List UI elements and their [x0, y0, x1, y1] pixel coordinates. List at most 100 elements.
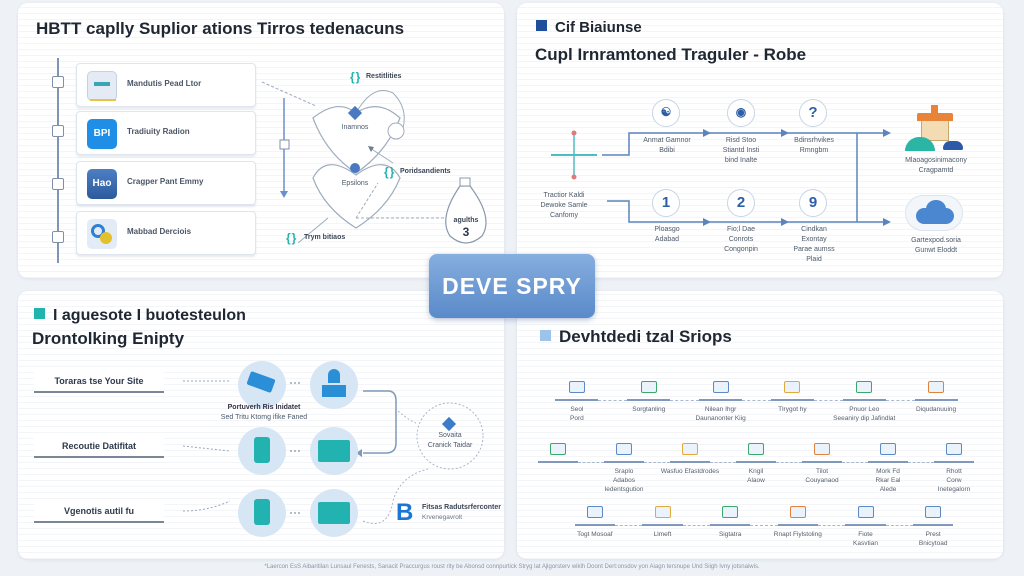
timeline-segment [912, 524, 954, 526]
row-label[interactable]: Vgenotis autil fu [34, 499, 164, 523]
list-card[interactable]: BPI Tradiuity Radion [76, 111, 256, 155]
brand-badge[interactable]: DEVE SPRY [429, 254, 595, 318]
star-icon[interactable] [654, 506, 671, 518]
timeline-label: Tlrygot hy [778, 406, 807, 413]
panel-onboarding-entity: I aguesote I buotesteulon Drontolking En… [18, 291, 504, 559]
timeline-segment [770, 399, 814, 401]
brackets-icon: { } [350, 70, 361, 84]
row-label[interactable]: Toraras tse Your Site [34, 369, 164, 393]
card-label: Mandutis Pead Ltor [127, 79, 202, 88]
timeline-segment [736, 461, 776, 463]
timeline-label: Diqudanuuing [916, 406, 957, 413]
bottle-icon [238, 489, 286, 537]
brand-logo-icon: B [396, 499, 414, 526]
bowtie-icon[interactable] [586, 506, 603, 518]
flow-diagram [551, 129, 891, 226]
row-label[interactable]: Recoutie Datifitat [34, 434, 164, 458]
cloud-chat-icon[interactable] [784, 381, 801, 393]
timeline-segment [934, 461, 974, 463]
timeline-label: Llmeft [653, 531, 672, 538]
document-photo-icon[interactable] [928, 381, 945, 393]
heart-label: Inamnos [341, 124, 369, 131]
timeline-segment [642, 524, 683, 526]
panel-title: Cupl Irnramtoned Traguler - Robe [535, 45, 807, 64]
timeline-node-icon [52, 125, 64, 137]
app-badge-icon: BPI [87, 119, 117, 149]
tag-label: Poridsandients [400, 168, 451, 175]
person-icon[interactable] [925, 506, 942, 518]
card-label: Tradiuity Radion [127, 127, 190, 136]
conveyor-icon [238, 361, 286, 409]
grid-window-icon[interactable] [857, 506, 874, 518]
target-icon[interactable] [748, 443, 764, 455]
cloud-network-icon[interactable] [789, 506, 806, 518]
timeline-segment [699, 399, 743, 401]
figure-icon[interactable] [880, 443, 896, 455]
timeline-node-icon [52, 231, 64, 243]
tag-label: Restitlities [366, 73, 402, 80]
subtitle-text: Cif Biaiunse [555, 19, 642, 36]
grid-icon[interactable] [640, 381, 657, 393]
share-icon[interactable] [550, 443, 566, 455]
panel-transfer-route: Cif Biaiunse Cupl Irnramtoned Traguler -… [517, 3, 1003, 278]
gear-icon [350, 163, 360, 173]
timeline-connector [818, 524, 846, 526]
timeline-segment [845, 524, 886, 526]
timeline-connector [682, 524, 710, 526]
connector-lines [182, 380, 484, 524]
monitor-icon[interactable] [712, 381, 729, 393]
timeline-segment [670, 461, 710, 463]
bottle-icon [238, 427, 286, 475]
timeline-segment [842, 399, 886, 401]
box-icon[interactable] [568, 381, 585, 393]
step-number: 1 [652, 189, 680, 217]
list-card[interactable]: Mabbad Derciois [76, 211, 256, 255]
timeline-label: Sorgtanling [632, 406, 666, 413]
step-number: 2 [727, 189, 755, 217]
mail-icon[interactable] [856, 381, 873, 393]
timeline-node-icon [52, 178, 64, 190]
timeline-connector [598, 399, 628, 401]
cloud-icon [905, 195, 963, 231]
brackets-icon: { } [286, 231, 297, 245]
device-icon[interactable] [722, 506, 739, 518]
panel-subtitle: Cif Biaiunse [536, 19, 642, 36]
brand-subtitle: Krvenegavrolt [422, 514, 463, 521]
home-icon[interactable] [814, 443, 830, 455]
timeline-segment [709, 524, 751, 526]
footnote: *Laercon EsS Aibaritilan Lunsaul Fenests… [264, 564, 760, 570]
timeline-connector [813, 399, 843, 401]
timeline-connector [670, 399, 700, 401]
dashboard-icon [87, 71, 117, 101]
timeline-segment [555, 399, 599, 401]
timeline-label: Wasfuo Efastdrodes [660, 468, 720, 475]
house-icon [905, 103, 965, 153]
timeline-connector [709, 461, 737, 463]
building-icon[interactable] [946, 443, 962, 455]
list-card[interactable]: Mandutis Pead Ltor [76, 63, 256, 107]
relationship-diagram [261, 81, 487, 244]
brackets-icon: { } [384, 165, 395, 179]
card-label: Cragper Pant Emmy [127, 177, 204, 186]
screen-icon[interactable] [682, 443, 698, 455]
brand-title: Fitsas Radutsrferconter [422, 504, 501, 511]
question-icon: ? [799, 99, 827, 127]
timeline-connector [885, 399, 915, 401]
list-card[interactable]: Hao Cragper Pant Emmy [76, 161, 256, 205]
worker-icon [310, 361, 358, 409]
server-icon[interactable] [616, 443, 632, 455]
timeline-connector [885, 524, 913, 526]
